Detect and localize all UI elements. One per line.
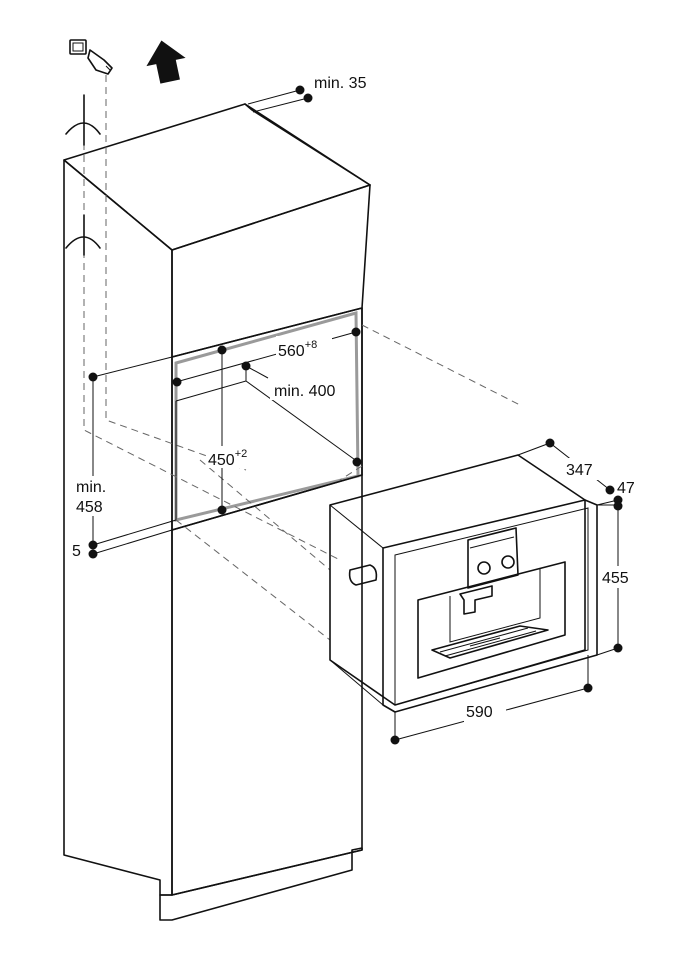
mounting-line-1 (361, 324, 521, 406)
cabinet-back-top (244, 103, 371, 186)
niche-inner-floor (245, 380, 359, 463)
label-5: 5 (72, 543, 81, 560)
label-347: 347 (566, 462, 593, 479)
dim-dot (217, 345, 227, 355)
label-590: 590 (466, 704, 493, 721)
label-min-400: min. 400 (274, 383, 335, 400)
dim-dot (352, 457, 362, 467)
cabinet-top (63, 103, 371, 251)
dim-dot (390, 735, 400, 745)
dim-dot (613, 501, 623, 511)
control-panel-top (469, 536, 515, 549)
up-arrow-icon (146, 40, 186, 84)
water-tap-icon (65, 94, 101, 256)
machine-front-panel (394, 507, 589, 706)
machine-side (329, 454, 586, 706)
cabinet-front-lower (171, 474, 363, 896)
label-47: 47 (617, 480, 635, 497)
drip-tray-grid-2 (444, 630, 537, 657)
dim-dot (217, 505, 227, 515)
machine-side-bottom (329, 659, 384, 706)
machine-top-edge (329, 504, 384, 549)
recess-inner (449, 568, 541, 643)
coffee-machine (329, 454, 598, 713)
niche-inner-back (175, 366, 247, 402)
control-panel (467, 527, 519, 589)
dim-dot (605, 485, 615, 495)
dim-dot (583, 683, 593, 693)
label-450: 450+2 (208, 448, 247, 469)
drip-tray-grid-1 (439, 627, 529, 653)
dim-dot (351, 327, 361, 337)
power-plug-icon (69, 39, 113, 75)
tap-line (83, 95, 341, 561)
machine-side-handle (348, 564, 378, 586)
dim-dot (303, 93, 313, 103)
niche (171, 307, 363, 531)
dimension-marks (88, 85, 623, 745)
label-455: 455 (602, 570, 629, 587)
dim-dot (545, 438, 555, 448)
plug-line (105, 75, 247, 471)
cabinet-left-side (63, 159, 173, 896)
dim-dot (88, 540, 98, 550)
dim-dot (295, 85, 305, 95)
dim-dot (613, 643, 623, 653)
drip-tray-grid-3 (469, 637, 501, 647)
knob-right-icon (501, 555, 515, 569)
drip-tray (431, 625, 549, 659)
niche-outline (171, 307, 363, 531)
cabinet-plinth (159, 847, 363, 921)
label-min-35: min. 35 (314, 75, 367, 92)
dim-dot (172, 377, 182, 387)
label-min-458-line1: min. (76, 479, 106, 496)
dispenser-outlet (459, 585, 493, 615)
dimension-labels: min. 35 560+8 min. 400 450+2 min. 458 5 … (70, 72, 638, 722)
mounting-line-2 (339, 465, 363, 481)
mounting-line-3 (175, 519, 331, 641)
knob-left-icon (477, 561, 491, 575)
dim-dot (88, 372, 98, 382)
dim-dot (88, 549, 98, 559)
label-560: 560+8 (278, 339, 317, 360)
coffee-recess (417, 561, 566, 679)
label-min-458-line2: 458 (76, 499, 103, 516)
